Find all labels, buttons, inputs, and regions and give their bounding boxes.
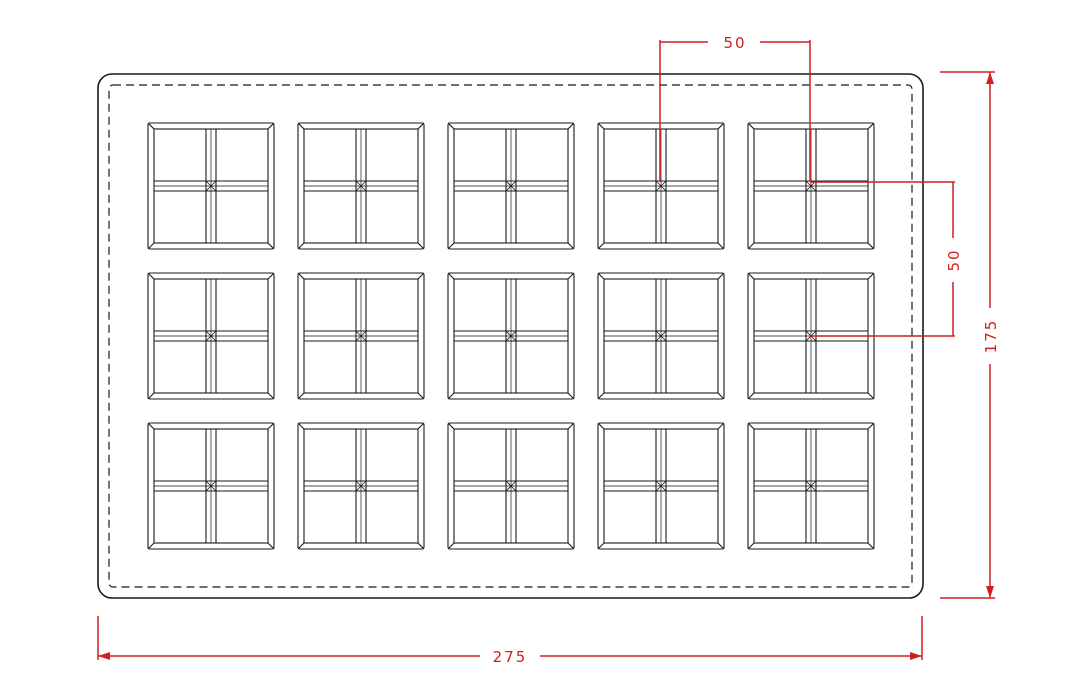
dimension-pitch-horizontal: 50 [659, 34, 811, 182]
dimension-overall-width-label: 275 [493, 648, 528, 666]
cavity [747, 122, 875, 250]
dimension-pitch-vertical-label: 50 [945, 248, 963, 271]
cavity [447, 272, 575, 400]
cavity [597, 122, 725, 250]
cavity [447, 122, 575, 250]
dimension-overall-height-label: 175 [982, 319, 1000, 354]
dimension-pitch-horizontal-label: 50 [723, 34, 746, 52]
dimensions: 50 50 175 275 [97, 34, 1000, 666]
cavity [297, 272, 425, 400]
cavity-grid [147, 122, 875, 550]
dimension-pitch-vertical: 50 [810, 181, 963, 337]
cavity [447, 422, 575, 550]
cavity [297, 122, 425, 250]
cavity [147, 422, 275, 550]
tray-inner-dashed-outline [108, 84, 913, 588]
cavity [297, 422, 425, 550]
cavity [597, 272, 725, 400]
dimension-overall-height: 175 [940, 71, 1000, 599]
dimension-overall-width: 275 [97, 616, 923, 666]
cavity [147, 272, 275, 400]
cavity [147, 122, 275, 250]
cavity [747, 422, 875, 550]
cavity [597, 422, 725, 550]
